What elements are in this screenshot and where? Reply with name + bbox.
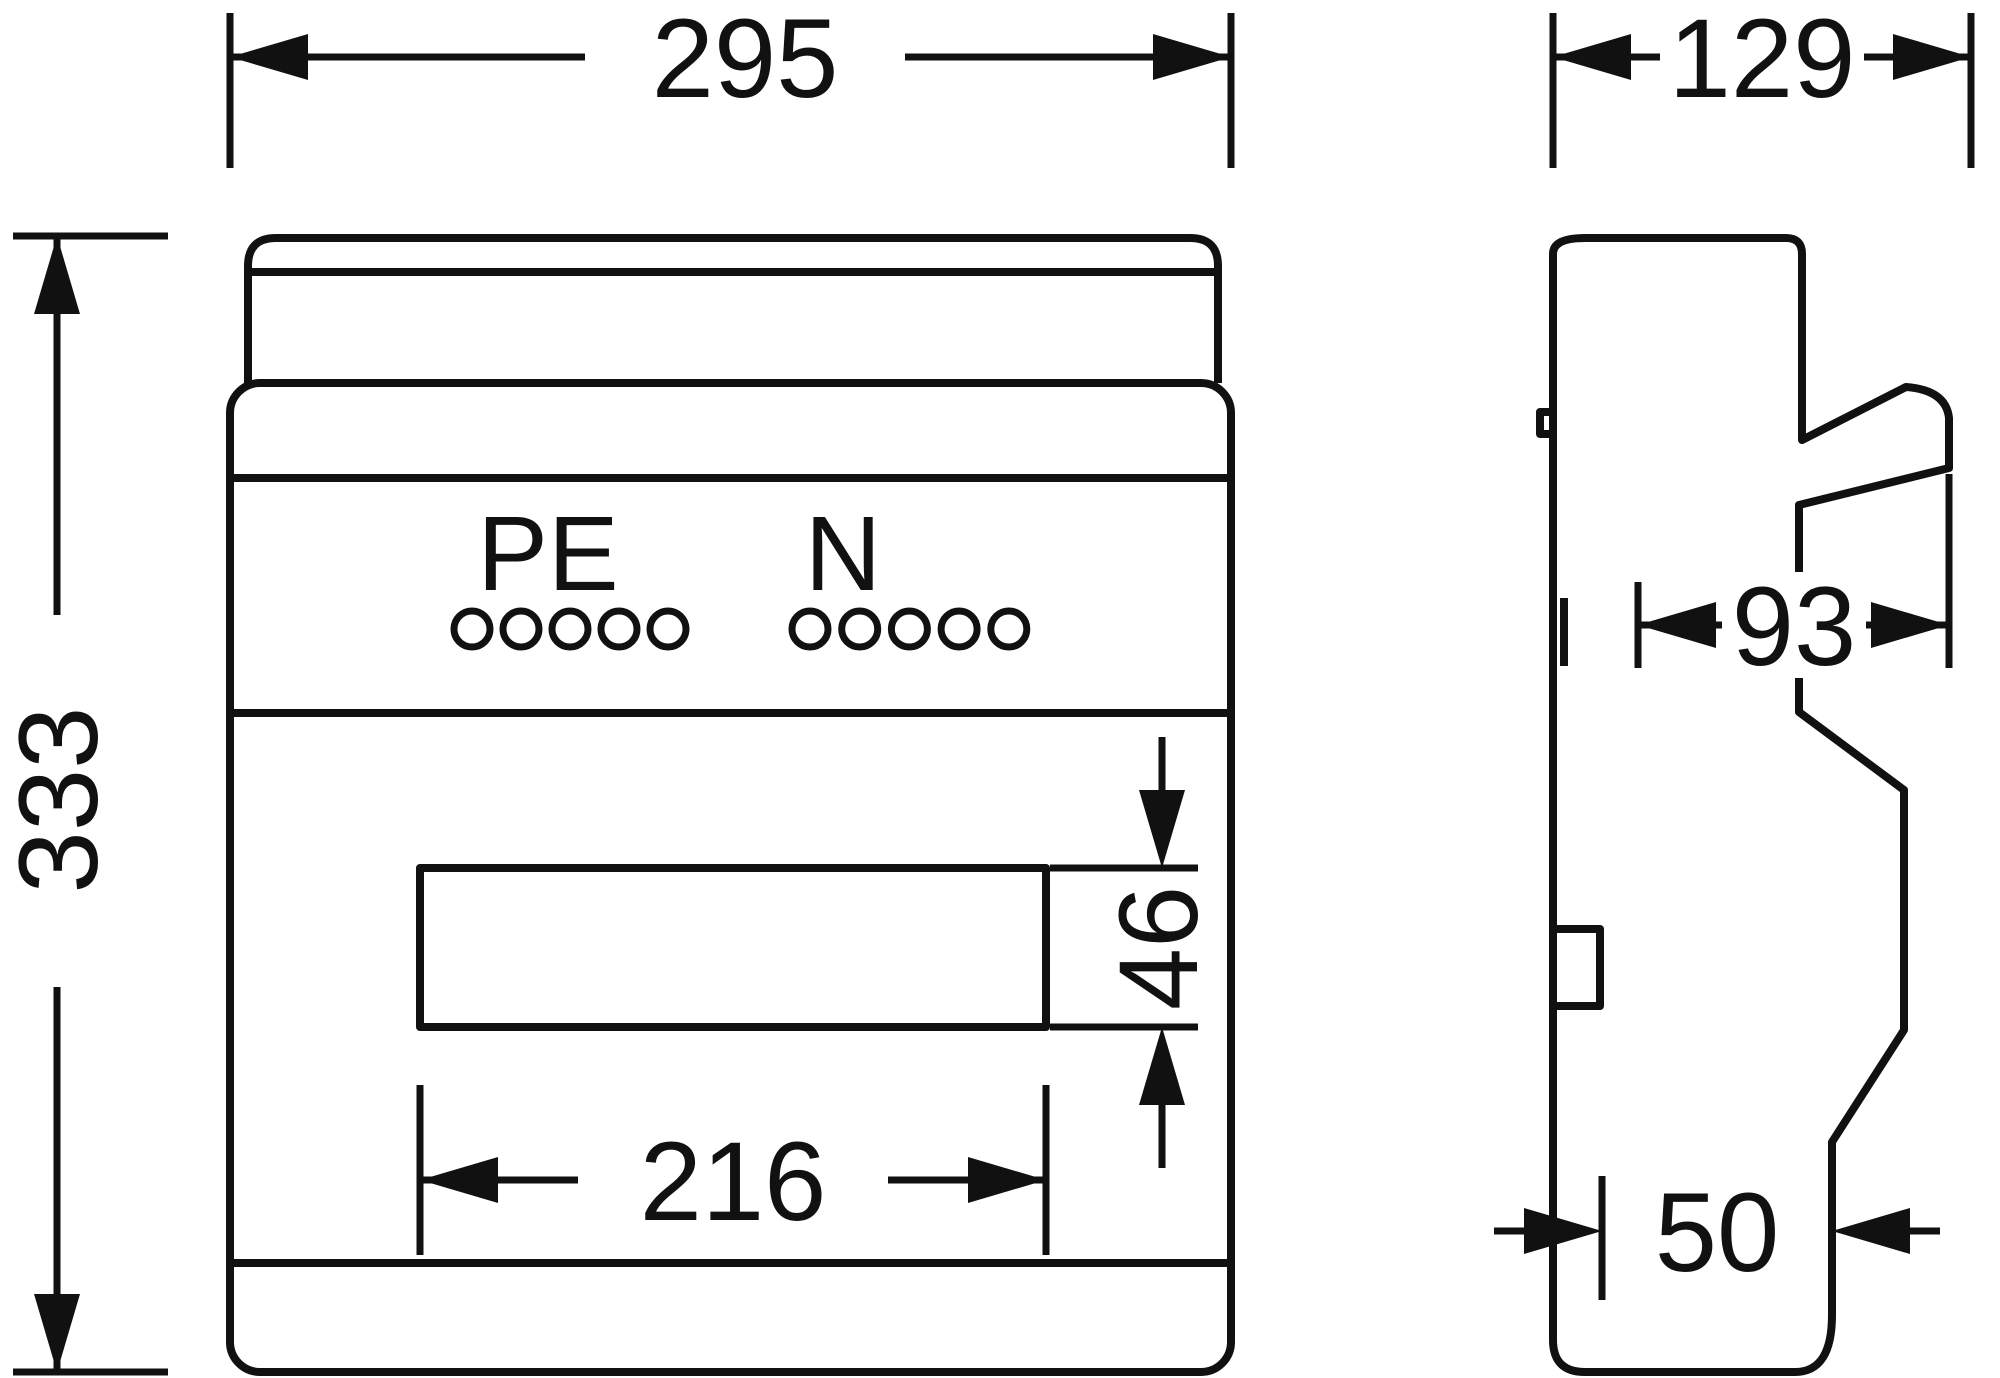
arrowhead-left-icon <box>1832 1208 1910 1254</box>
n-terminal-circles <box>788 607 1031 651</box>
terminal-circle <box>499 607 543 651</box>
terminal-n-label: N <box>805 495 882 613</box>
arrowhead-right-icon <box>1871 602 1949 648</box>
dimension-label-overall-width: 295 <box>652 0 839 121</box>
side-profile-mounting-clip <box>1553 925 1604 1010</box>
arrowhead-right-icon <box>1153 34 1231 80</box>
label-mask <box>585 4 905 114</box>
dimension-label-overall-depth: 129 <box>1669 0 1856 121</box>
dimension-overall-height: 333 <box>0 232 168 1376</box>
arrowhead-right-icon <box>1893 34 1971 80</box>
dimension-label-overall-height: 333 <box>0 707 121 894</box>
label-mask <box>2 615 114 987</box>
dimension-label-cutout-height: 46 <box>1096 886 1221 1011</box>
body-outline <box>226 379 1235 1376</box>
side-view-drawing: 129 93 50 <box>1494 0 1975 1376</box>
arrowhead-up-icon <box>34 236 80 314</box>
arrowhead-left-icon <box>420 1157 498 1203</box>
side-profile-outline <box>1549 234 1953 1376</box>
terminal-pe-label: PE <box>477 495 618 613</box>
terminal-circle <box>548 607 592 651</box>
dimension-cover-depth: 93 <box>1634 474 1953 689</box>
terminal-block-pe: PE <box>450 495 690 651</box>
side-profile-notch <box>1536 408 1553 438</box>
pe-terminal-circles <box>450 607 690 651</box>
terminal-block-n: N <box>788 495 1031 651</box>
lid-outline <box>244 234 1222 383</box>
arrowhead-down-icon <box>34 1294 80 1372</box>
terminal-circle <box>450 607 494 651</box>
terminal-circle <box>887 607 931 651</box>
extension-line <box>1050 864 1198 1031</box>
terminal-circle <box>646 607 690 651</box>
arrowhead-right-icon <box>968 1157 1046 1203</box>
extension-line <box>416 1085 1050 1255</box>
terminal-circle <box>937 607 981 651</box>
dimension-cutout-width: 216 <box>416 1085 1050 1255</box>
label-mask <box>578 1126 888 1236</box>
arrowhead-up-icon <box>1139 1027 1185 1105</box>
extension-line <box>1549 13 1975 168</box>
terminal-circle <box>987 607 1031 651</box>
arrowhead-left-icon <box>1553 34 1631 80</box>
side-profile <box>1536 234 1953 1376</box>
dimension-label-cover-depth: 93 <box>1732 564 1857 689</box>
arrowhead-down-icon <box>1139 790 1185 868</box>
dimension-overall-depth: 129 <box>1549 0 1975 168</box>
extension-line <box>1598 1176 1836 1300</box>
enclosure-lid <box>244 234 1222 383</box>
dimension-label-cutout-width: 216 <box>640 1119 827 1244</box>
terminal-circle <box>788 607 832 651</box>
dimension-overall-width: 295 <box>226 0 1235 168</box>
enclosure-body <box>226 379 1235 1376</box>
extension-line <box>226 13 1235 168</box>
front-view-drawing: 295 333 PE N <box>0 0 1235 1376</box>
cutout-window <box>416 864 1050 1031</box>
extension-line <box>13 232 168 1376</box>
terminal-circle <box>597 607 641 651</box>
dimension-bottom-depth: 50 <box>1494 1170 1940 1300</box>
arrowhead-left-icon <box>1638 602 1716 648</box>
dimension-label-bottom-depth: 50 <box>1655 1170 1780 1295</box>
arrowhead-left-icon <box>230 34 308 80</box>
label-mask <box>1722 572 1866 678</box>
dimension-cutout-height: 46 <box>1050 737 1221 1168</box>
terminal-circle <box>838 607 882 651</box>
arrowhead-right-icon <box>1524 1208 1602 1254</box>
